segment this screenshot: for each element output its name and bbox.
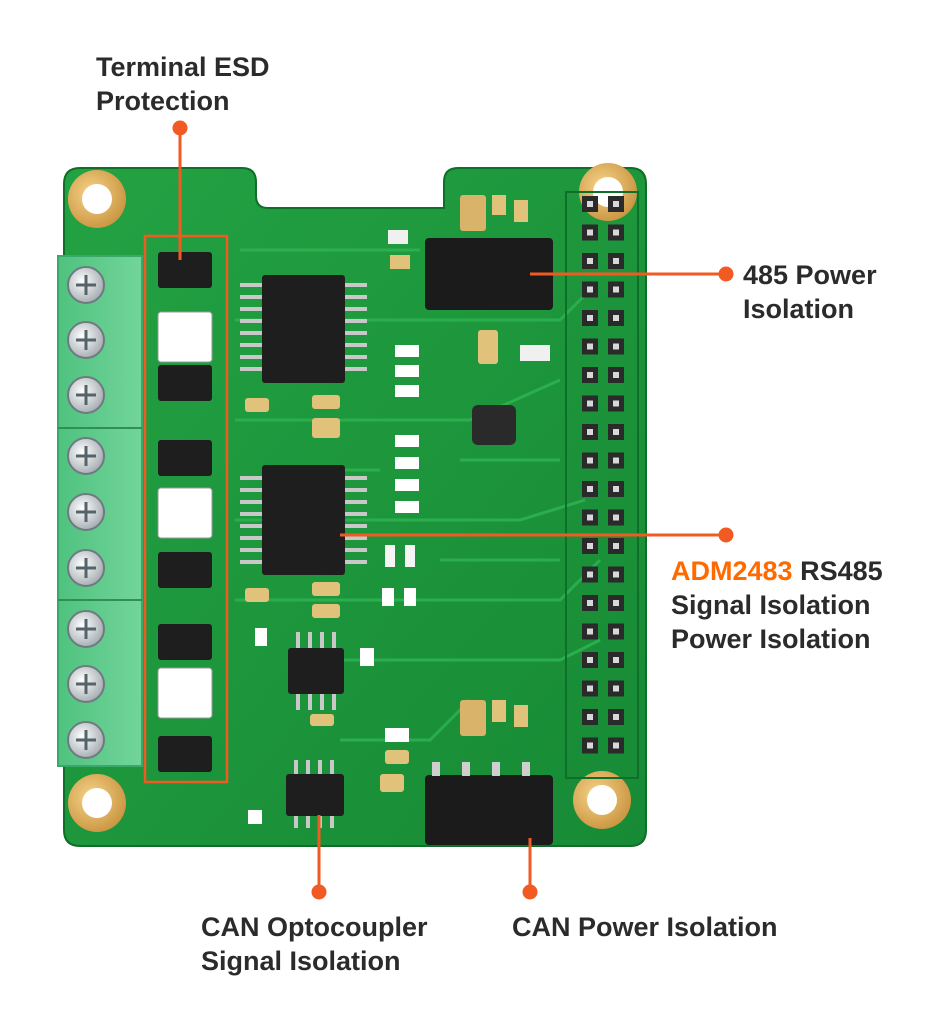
header-pin-tip: [587, 543, 593, 549]
header-pin-tip: [587, 742, 593, 749]
adm-line2: Signal Isolation: [671, 590, 871, 620]
adm2483-u8: [240, 465, 367, 575]
header-pin-tip: [587, 714, 593, 720]
adm-line3: Power Isolation: [671, 624, 871, 654]
header-pin-tip: [613, 286, 619, 293]
header-pin-tip: [613, 714, 619, 720]
header-pin-tip: [613, 201, 619, 207]
callout-485-line1: 485 Power: [743, 260, 877, 290]
header-pin-tip: [613, 600, 619, 606]
adm2483-u6: [240, 275, 367, 383]
header-pin-tip: [613, 315, 619, 321]
callout-esd-line1: Terminal ESD: [96, 52, 270, 82]
header-pin-tip: [613, 657, 619, 663]
header-pin-tip: [613, 685, 619, 692]
header-pin-tip: [613, 400, 619, 407]
header-pin-tip: [587, 514, 593, 521]
adm-highlight: ADM2483: [671, 556, 793, 586]
can-transceiver-u10: [288, 632, 344, 710]
adm-rest: RS485: [792, 556, 883, 586]
callout-esd-line2: Protection: [96, 86, 230, 116]
can-opto-line1: CAN Optocoupler: [201, 912, 428, 942]
header-pin-tip: [613, 229, 619, 236]
header-pin-tip: [613, 628, 619, 635]
can-opto-line2: Signal Isolation: [201, 946, 401, 976]
esd-diodes: [157, 252, 213, 772]
header-pin-tip: [587, 315, 593, 321]
header-pin-tip: [613, 543, 619, 549]
header-pin-tip: [613, 258, 619, 264]
header-pin-tip: [587, 657, 593, 663]
esd-highlight-box: [143, 234, 229, 784]
header-pin-tip: [613, 742, 619, 749]
header-pin-tip: [613, 343, 619, 350]
header-pin-tip: [587, 600, 593, 606]
header-pin-tip: [587, 400, 593, 407]
inductor: [472, 405, 516, 445]
can-power-line1: CAN Power Isolation: [512, 912, 778, 942]
callout-lines: [172, 120, 734, 900]
callout-can-opto: CAN Optocoupler Signal Isolation: [201, 910, 428, 978]
header-pin-tip: [587, 628, 593, 635]
header-pin-tip: [587, 343, 593, 350]
callout-adm2483: ADM2483 RS485 Signal Isolation Power Iso…: [671, 554, 883, 656]
callout-485-power: 485 Power Isolation: [743, 258, 877, 326]
header-pin-icon: [565, 191, 639, 779]
terminal-block: [57, 255, 143, 767]
header-pin-tip: [587, 258, 593, 264]
power-module-485: [425, 238, 553, 310]
callout-485-line2: Isolation: [743, 294, 855, 324]
power-module-can: [425, 775, 553, 845]
header-pin-tip: [613, 486, 619, 492]
header-pin-tip: [587, 486, 593, 492]
callout-can-power: CAN Power Isolation: [512, 910, 778, 944]
header-pin-tip: [587, 201, 593, 207]
header-pin-tip: [587, 372, 593, 378]
header-pin-tip: [587, 685, 593, 692]
header-pin-tip: [587, 457, 593, 464]
header-pin-tip: [587, 229, 593, 236]
header-pin-tip: [587, 286, 593, 293]
header-pin-tip: [613, 514, 619, 521]
header-pin-tip: [613, 457, 619, 464]
passive-components: [245, 195, 550, 824]
header-pin-tip: [613, 571, 619, 578]
header-pin-tip: [613, 429, 619, 435]
header-pin-tip: [587, 571, 593, 578]
header-pin-tip: [613, 372, 619, 378]
header-pin-tip: [587, 429, 593, 435]
callout-esd: Terminal ESD Protection: [96, 50, 270, 118]
